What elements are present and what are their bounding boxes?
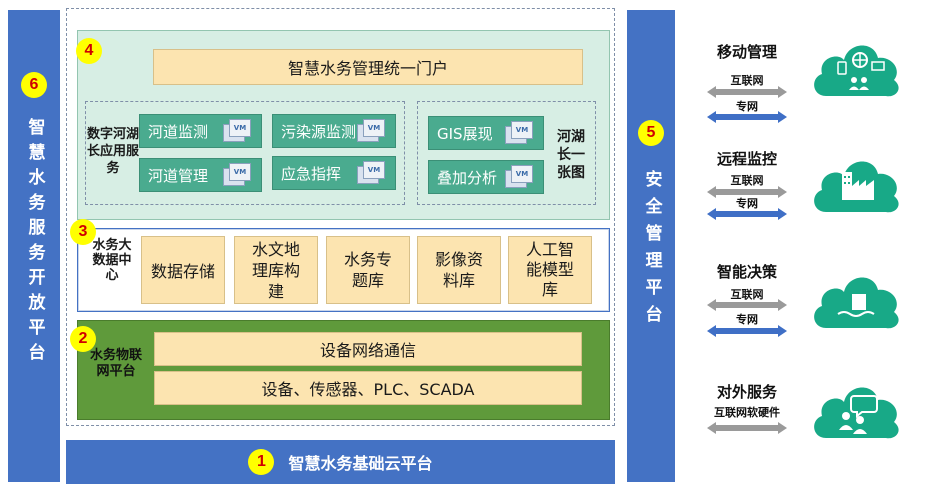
- devices-sensors-plc-scada[interactable]: 设备、传感器、PLC、SCADA: [154, 371, 582, 405]
- cloud-water-tank-icon: [814, 277, 899, 329]
- platform-frame: [66, 8, 615, 426]
- box-imagery-db[interactable]: 影像资料库: [417, 236, 501, 304]
- cloud-mobile-icon: [814, 45, 899, 97]
- river-lake-map-label: 河湖长一张图: [557, 129, 585, 181]
- link-label-internet: 互联网: [730, 288, 764, 301]
- base-cloud-platform: 1 智慧水务基础云平台: [66, 440, 615, 484]
- gray-double-arrow: [707, 186, 787, 198]
- vm-icon: VM: [357, 161, 387, 185]
- link-label-private: 专网: [736, 197, 758, 210]
- vm-icon: VM: [223, 119, 253, 143]
- gray-double-arrow: [707, 299, 787, 311]
- cloud-users-chat-icon: [814, 387, 899, 439]
- box-water-thematic-db[interactable]: 水务专题库: [326, 236, 410, 304]
- link-label-internet: 互联网: [730, 74, 764, 87]
- badge-3: 3: [70, 219, 96, 245]
- vm-icon: VM: [357, 119, 387, 143]
- gray-double-arrow: [707, 422, 787, 434]
- iot-platform-label: 水务物联网平台: [89, 348, 142, 379]
- bigdata-center-label: 水务大数据中心: [92, 238, 132, 283]
- vm-icon: VM: [505, 121, 535, 145]
- service-title-remote: 远程监控: [716, 150, 777, 168]
- tile-river-monitoring[interactable]: 河道监测 VM: [139, 114, 262, 148]
- tile-river-management-label: 河道管理: [148, 166, 209, 185]
- badge-1: 1: [248, 449, 275, 475]
- service-title-external: 对外服务: [716, 383, 777, 401]
- link-label-internet-hw-sw: 互联网软硬件: [714, 406, 780, 419]
- device-network-comm[interactable]: 设备网络通信: [154, 332, 582, 366]
- tile-gis-display-label: GIS展现: [437, 124, 493, 143]
- badge-4: 4: [76, 38, 102, 64]
- river-lake-app-label: 数字河湖长应用服务: [87, 127, 140, 176]
- link-label-private: 专网: [736, 100, 758, 113]
- tile-gis-display[interactable]: GIS展现 VM: [428, 116, 544, 150]
- badge-5: 5: [638, 120, 664, 146]
- badge-2: 2: [70, 326, 96, 352]
- gray-double-arrow: [707, 86, 787, 98]
- tile-emergency-command-label: 应急指挥: [281, 164, 342, 183]
- blue-double-arrow: [707, 325, 787, 337]
- blue-double-arrow: [707, 208, 787, 220]
- link-label-private: 专网: [736, 313, 758, 326]
- box-data-storage[interactable]: 数据存储: [141, 236, 225, 304]
- security-management-label: 安全管理平台: [641, 170, 662, 332]
- tile-river-monitoring-label: 河道监测: [148, 122, 209, 141]
- blue-double-arrow: [707, 111, 787, 123]
- tile-overlay-analysis[interactable]: 叠加分析 VM: [428, 160, 544, 194]
- tile-overlay-analysis-label: 叠加分析: [437, 168, 498, 187]
- badge-6: 6: [21, 72, 47, 98]
- service-open-platform-label: 智慧水务服务开放平台: [24, 118, 45, 368]
- vm-icon: VM: [505, 165, 535, 189]
- box-ai-model-db[interactable]: 人工智能模型库: [508, 236, 592, 304]
- tile-pollution-monitoring-label: 污染源监测: [281, 122, 357, 141]
- tile-river-management[interactable]: 河道管理 VM: [139, 158, 262, 192]
- river-lake-map-group: [417, 101, 596, 205]
- river-lake-app-group: [85, 101, 405, 205]
- box-hydro-geo-db[interactable]: 水文地理库构建: [234, 236, 318, 304]
- base-cloud-platform-label: 智慧水务基础云平台: [288, 454, 433, 473]
- unified-portal[interactable]: 智慧水务管理统一门户: [153, 49, 583, 85]
- vm-icon: VM: [223, 163, 253, 187]
- tile-emergency-command[interactable]: 应急指挥 VM: [272, 156, 396, 190]
- cloud-factory-icon: [814, 161, 899, 213]
- link-label-internet: 互联网: [730, 174, 764, 187]
- service-open-platform-bar: 6 智慧水务服务开放平台: [8, 10, 60, 482]
- tile-pollution-monitoring[interactable]: 污染源监测 VM: [272, 114, 396, 148]
- security-management-bar: 5 安全管理平台: [627, 10, 675, 482]
- service-title-mobile: 移动管理: [716, 43, 777, 61]
- service-title-decision: 智能决策: [716, 263, 777, 281]
